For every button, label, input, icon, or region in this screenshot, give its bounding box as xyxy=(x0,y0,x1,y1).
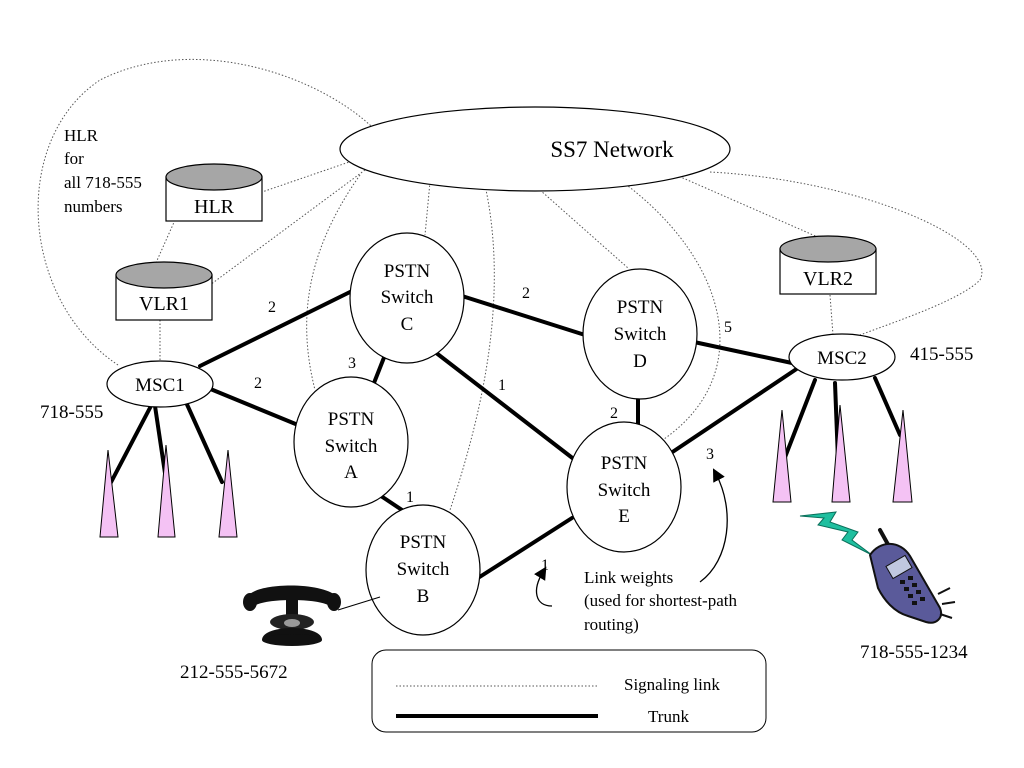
svg-text:all 718-555: all 718-555 xyxy=(64,173,142,192)
msc1-area-code: 718-555 xyxy=(40,402,103,423)
pstn-switch-d: PSTN Switch D xyxy=(582,268,698,400)
svg-text:B: B xyxy=(417,586,430,607)
telephone-icon xyxy=(243,585,381,646)
hlr-note: HLR for all 718-555 numbers xyxy=(64,126,142,216)
signaling-links xyxy=(37,59,983,511)
svg-text:numbers: numbers xyxy=(64,197,123,216)
legend-trunk-label: Trunk xyxy=(648,707,689,726)
weight-msc1-c: 2 xyxy=(268,299,276,316)
svg-text:E: E xyxy=(618,506,630,527)
pstn-switch-c: PSTN Switch C xyxy=(349,232,465,364)
pstn-switch-a: PSTN Switch A xyxy=(293,376,409,508)
cellphone-icon xyxy=(868,528,956,624)
svg-text:Switch: Switch xyxy=(397,559,450,580)
svg-text:PSTN: PSTN xyxy=(384,261,431,282)
cell-tower-icon xyxy=(772,409,792,503)
ss7-label: SS7 Network xyxy=(550,137,674,162)
weight-e-msc2: 3 xyxy=(706,446,714,463)
svg-text:(used for shortest-path: (used for shortest-path xyxy=(584,591,737,610)
hlr-database: HLR xyxy=(165,163,263,222)
ss7-network-node: SS7 Network xyxy=(339,106,731,192)
link-weights: 2 2 3 1 2 1 2 5 3 1 xyxy=(254,285,732,574)
weight-c-d: 2 xyxy=(522,285,530,302)
trunk-links xyxy=(106,290,902,580)
msc2-label: MSC2 xyxy=(817,348,867,369)
pstn-switch-b: PSTN Switch B xyxy=(365,504,481,636)
weight-msc1-a: 2 xyxy=(254,375,262,392)
legend: Signaling link Trunk xyxy=(371,649,767,733)
svg-text:Switch: Switch xyxy=(325,436,378,457)
link-weights-annotation: Link weights (used for shortest-path rou… xyxy=(584,568,737,634)
legend-signaling-label: Signaling link xyxy=(624,675,720,694)
hlr-label: HLR xyxy=(194,196,235,218)
svg-text:PSTN: PSTN xyxy=(601,453,648,474)
mobile-number: 718-555-1234 xyxy=(860,642,968,663)
annotation-arrows xyxy=(534,468,728,607)
cell-tower-icon xyxy=(831,404,851,503)
svg-text:A: A xyxy=(344,462,358,483)
svg-text:for: for xyxy=(64,149,84,168)
weight-b-e: 1 xyxy=(541,557,549,574)
cell-tower-icon xyxy=(218,449,238,538)
svg-text:PSTN: PSTN xyxy=(617,297,664,318)
svg-text:D: D xyxy=(633,351,647,372)
msc2-node: MSC2 xyxy=(788,333,896,381)
cell-tower-icon xyxy=(99,449,119,538)
vlr2-database: VLR2 xyxy=(779,235,877,295)
weight-a-c: 3 xyxy=(348,355,356,372)
svg-text:Switch: Switch xyxy=(598,480,651,501)
svg-text:HLR: HLR xyxy=(64,126,99,145)
weight-a-b: 1 xyxy=(406,489,414,506)
msc1-node: MSC1 xyxy=(106,360,214,408)
lightning-bolt-icon xyxy=(799,511,873,556)
svg-text:Switch: Switch xyxy=(381,287,434,308)
weight-d-msc2: 5 xyxy=(724,319,732,336)
vlr1-database: VLR1 xyxy=(115,261,213,321)
landline-number: 212-555-5672 xyxy=(180,662,288,683)
svg-text:Link weights: Link weights xyxy=(584,568,673,587)
weight-c-e: 1 xyxy=(498,377,506,394)
cell-tower-icon xyxy=(892,409,913,503)
svg-text:routing): routing) xyxy=(584,615,639,634)
svg-text:Switch: Switch xyxy=(614,324,667,345)
msc2-area-code: 415-555 xyxy=(910,344,973,365)
pstn-switch-e: PSTN Switch E xyxy=(566,421,682,553)
cell-tower-icons xyxy=(99,404,913,538)
vlr2-label: VLR2 xyxy=(803,268,853,290)
svg-text:PSTN: PSTN xyxy=(400,532,447,553)
cell-tower-icon xyxy=(157,444,176,538)
svg-text:PSTN: PSTN xyxy=(328,409,375,430)
svg-text:C: C xyxy=(401,314,414,335)
vlr1-label: VLR1 xyxy=(139,293,189,315)
msc1-label: MSC1 xyxy=(135,375,185,396)
weight-d-e: 2 xyxy=(610,405,618,422)
